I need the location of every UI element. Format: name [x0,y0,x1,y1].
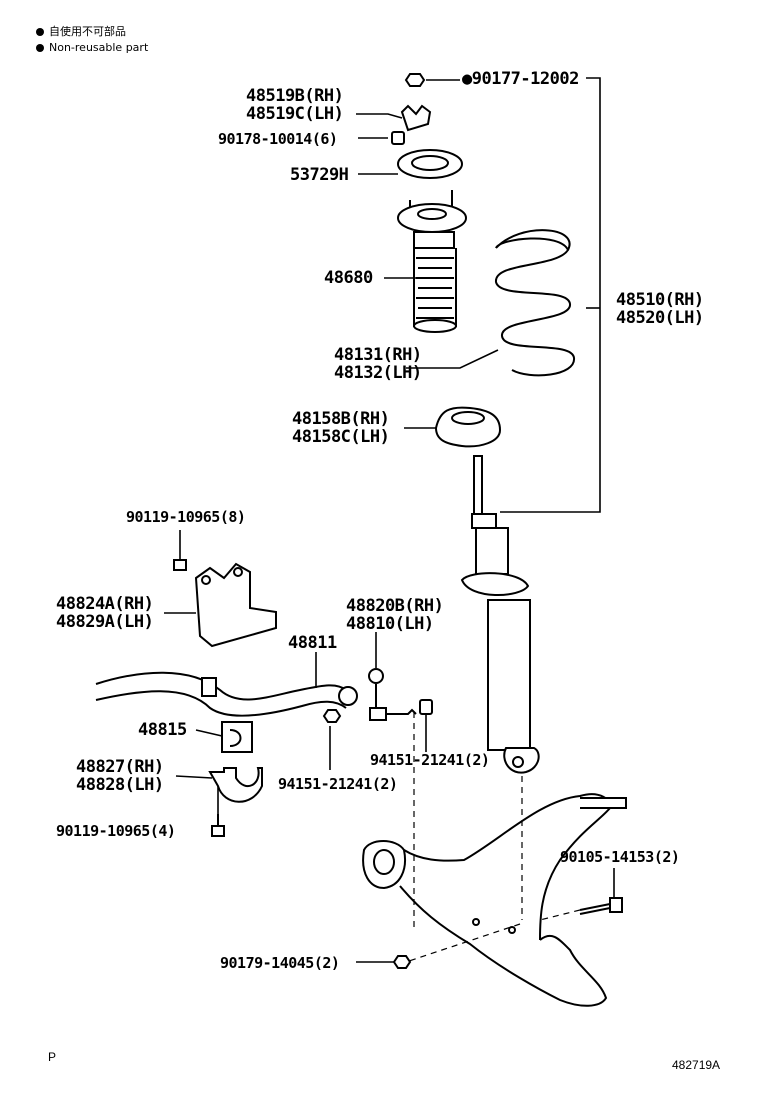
part-label-90178[interactable]: 90178-10014(6) [218,130,338,148]
part-label-48815[interactable]: 48815 [138,720,187,740]
bullet-icon [36,44,44,52]
part-label-48810[interactable]: 48810(LH) [346,614,434,634]
part-label-90177[interactable]: ●90177-12002 [462,69,579,89]
part-label-94151-left[interactable]: 94151-21241(2) [278,775,398,793]
bushing-part [221,721,253,753]
shock-absorber-part [460,455,540,774]
part-label-48510[interactable]: 48510(RH) [616,290,704,310]
dashed-guide-lines [405,712,581,963]
lower-arm-part [362,793,627,1007]
part-label-94151-right[interactable]: 94151-21241(2) [370,751,490,769]
part-label-90179[interactable]: 90179-14045(2) [220,954,340,972]
link-nut-parts [322,699,433,723]
part-label-48158b[interactable]: 48158B(RH) [292,409,390,429]
bolt-part [211,814,225,837]
bushing-bracket-part [208,767,263,803]
arm-bolt-part [579,897,623,915]
part-label-48519b[interactable]: 48519B(RH) [246,86,344,106]
stabilizer-bracket-part [173,559,277,648]
part-label-48827[interactable]: 48827(RH) [76,757,164,777]
part-label-48811[interactable]: 48811 [288,633,337,653]
spring-seat-part [434,406,502,448]
legend-line-2: Non-reusable part [36,41,148,54]
part-label-48132[interactable]: 48132(LH) [334,363,422,383]
upper-seat-part [397,149,463,179]
part-label-48519c[interactable]: 48519C(LH) [246,104,344,124]
footer-left-code: P [48,1050,57,1064]
part-label-90119-top[interactable]: 90119-10965(8) [126,508,246,526]
part-label-48820[interactable]: 48820B(RH) [346,596,444,616]
part-label-48829[interactable]: 48829A(LH) [56,612,154,632]
part-label-48158c[interactable]: 48158C(LH) [292,427,390,447]
part-label-48520[interactable]: 48520(LH) [616,308,704,328]
part-label-48824[interactable]: 48824A(RH) [56,594,154,614]
stabilizer-bar-part [95,671,358,717]
coil-spring-part [494,229,576,377]
legend-text-2: Non-reusable part [49,41,149,54]
footer-diagram-id: 482719A [672,1058,721,1072]
upper-support-part [397,190,467,333]
part-label-48828[interactable]: 48828(LH) [76,775,164,795]
leader-lines [164,77,615,963]
legend-text-1: 自使用不可部品 [49,25,126,38]
stabilizer-link-part [368,668,417,721]
small-nut-part [391,131,405,145]
bracket-part [400,104,432,132]
part-label-90119-bottom[interactable]: 90119-10965(4) [56,822,176,840]
part-label-48131[interactable]: 48131(RH) [334,345,422,365]
bullet-icon [36,28,44,36]
arm-nut-part [392,955,412,969]
part-label-90105[interactable]: 90105-14153(2) [560,848,680,866]
nut-part [404,73,426,87]
legend-line-1: 自使用不可部品 [36,25,126,38]
part-label-48680[interactable]: 48680 [324,268,373,288]
part-label-53729[interactable]: 53729H [290,165,349,185]
